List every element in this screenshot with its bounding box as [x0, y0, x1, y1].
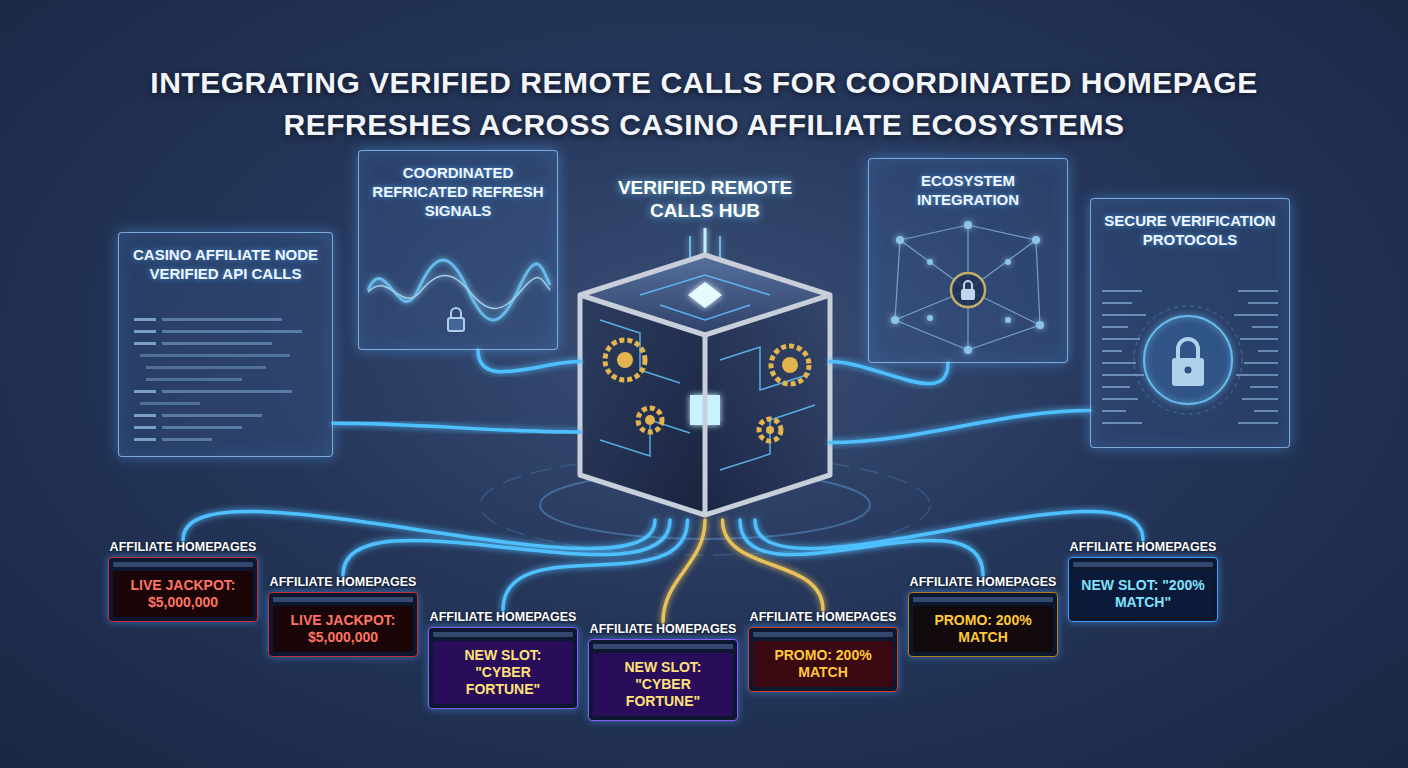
diagram-title: INTEGRATING VERIFIED REMOTE CALLS FOR CO…	[104, 62, 1304, 146]
affiliate-homepage: AFFILIATE HOMEPAGES NEW SLOT: "200% MATCH…	[1068, 540, 1218, 622]
affiliate-homepage: AFFILIATE HOMEPAGES PROMO: 200% MATCH	[748, 610, 898, 692]
info-panel: COORDINATED REFRICATED REFRESH SIGNALS	[358, 150, 558, 350]
card-heading: AFFILIATE HOMEPAGES	[108, 540, 258, 554]
browser-screen: LIVE JACKPOT: $5,000,000	[108, 557, 258, 622]
promo-text: NEW SLOT: "200% MATCH"	[1073, 571, 1213, 617]
browser-bar	[913, 597, 1053, 602]
glow-connector	[663, 520, 705, 622]
browser-screen: NEW SLOT: "200% MATCH"	[1068, 557, 1218, 622]
promo-text: NEW SLOT: "CYBER FORTUNE"	[433, 641, 573, 704]
glow-connector	[740, 520, 983, 575]
glow-connector	[503, 520, 688, 610]
browser-bar	[113, 562, 253, 567]
browser-bar	[1073, 562, 1213, 567]
card-heading: AFFILIATE HOMEPAGES	[428, 610, 578, 624]
glow-connector	[830, 362, 948, 384]
affiliate-homepage: AFFILIATE HOMEPAGES PROMO: 200% MATCH	[908, 575, 1058, 657]
promo-text: PROMO: 200% MATCH	[753, 641, 893, 687]
browser-screen: NEW SLOT: "CYBER FORTUNE"	[588, 639, 738, 721]
panel-heading: CASINO AFFILIATE NODE VERIFIED API CALLS	[119, 233, 332, 283]
info-panel: SECURE VERIFICATION PROTOCOLS	[1090, 198, 1290, 448]
browser-screen: NEW SLOT: "CYBER FORTUNE"	[428, 627, 578, 709]
panel-heading: SECURE VERIFICATION PROTOCOLS	[1091, 199, 1289, 249]
affiliate-homepage: AFFILIATE HOMEPAGES NEW SLOT: "CYBER FORT…	[428, 610, 578, 709]
browser-screen: PROMO: 200% MATCH	[908, 592, 1058, 657]
affiliate-homepage: AFFILIATE HOMEPAGES LIVE JACKPOT: $5,000,…	[108, 540, 258, 622]
info-panel: CASINO AFFILIATE NODE VERIFIED API CALLS	[118, 232, 333, 457]
glow-connector	[343, 520, 670, 575]
glow-connector	[478, 350, 580, 372]
glow-connector	[723, 520, 824, 610]
card-heading: AFFILIATE HOMEPAGES	[908, 575, 1058, 589]
hub-cube: VERIFIED REMOTE CALLS HUB	[580, 168, 830, 520]
browser-bar	[273, 597, 413, 602]
browser-screen: LIVE JACKPOT: $5,000,000	[268, 592, 418, 657]
promo-text: LIVE JACKPOT: $5,000,000	[113, 571, 253, 617]
affiliate-homepage: AFFILIATE HOMEPAGES NEW SLOT: "CYBER FORT…	[588, 622, 738, 721]
glow-connector	[333, 423, 580, 432]
info-panel: ECOSYSTEM INTEGRATION	[868, 158, 1068, 363]
browser-bar	[593, 644, 733, 649]
hub-heading: VERIFIED REMOTE CALLS HUB	[580, 168, 830, 222]
browser-screen: PROMO: 200% MATCH	[748, 627, 898, 692]
card-heading: AFFILIATE HOMEPAGES	[748, 610, 898, 624]
promo-text: PROMO: 200% MATCH	[913, 606, 1053, 652]
affiliate-homepage: AFFILIATE HOMEPAGES LIVE JACKPOT: $5,000,…	[268, 575, 418, 657]
card-heading: AFFILIATE HOMEPAGES	[1068, 540, 1218, 554]
card-heading: AFFILIATE HOMEPAGES	[268, 575, 418, 589]
panel-heading: COORDINATED REFRICATED REFRESH SIGNALS	[359, 151, 557, 220]
card-heading: AFFILIATE HOMEPAGES	[588, 622, 738, 636]
browser-bar	[433, 632, 573, 637]
promo-text: LIVE JACKPOT: $5,000,000	[273, 606, 413, 652]
promo-text: NEW SLOT: "CYBER FORTUNE"	[593, 653, 733, 716]
glow-connector	[830, 411, 1090, 443]
browser-bar	[753, 632, 893, 637]
panel-heading: ECOSYSTEM INTEGRATION	[869, 159, 1067, 209]
